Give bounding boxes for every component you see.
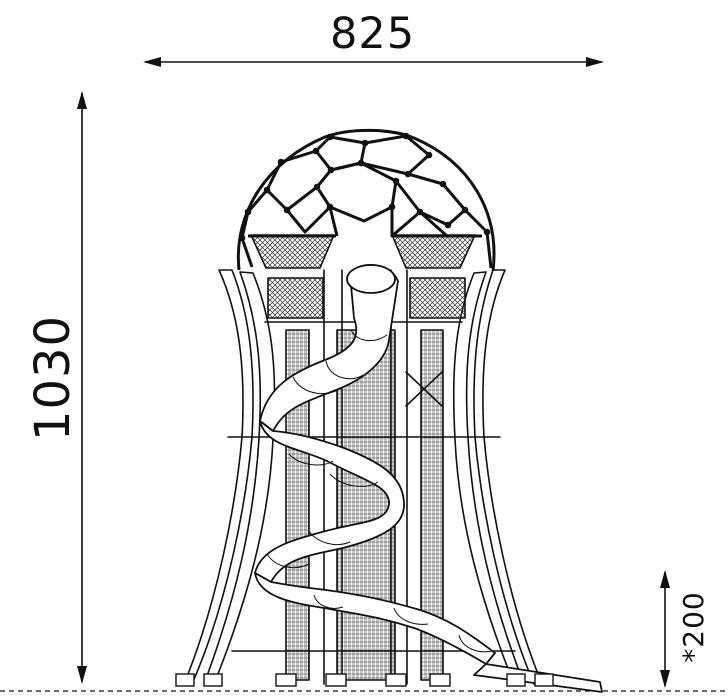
slide-entry-opening (346, 264, 396, 294)
dome-right-pentagon (394, 172, 467, 227)
center-column (336, 329, 396, 681)
right-platform-mesh (391, 234, 476, 269)
dome-lower-center (285, 205, 448, 238)
left-platform-mesh (250, 234, 335, 269)
dimension-lines (0, 57, 728, 692)
dome-left-pentagon (265, 149, 333, 212)
slide-ribs (266, 329, 493, 653)
dome-bolts (238, 132, 491, 242)
clearance-dimension-label: *200 (677, 591, 710, 663)
right-outer-leg (473, 269, 543, 685)
left-mesh-panel (267, 277, 324, 319)
dome-lower-left (240, 189, 269, 268)
dome-outline (236, 128, 496, 272)
slide-lower-tube (254, 572, 496, 665)
upper-brace-right (405, 371, 443, 407)
left-outer-leg (183, 269, 254, 685)
width-dimension-label: 825 (330, 9, 416, 59)
height-dimension-label: 1030 (25, 314, 81, 442)
right-mesh-panel (409, 277, 466, 319)
base-feet (175, 673, 554, 687)
slide-upper-tube (259, 264, 399, 432)
